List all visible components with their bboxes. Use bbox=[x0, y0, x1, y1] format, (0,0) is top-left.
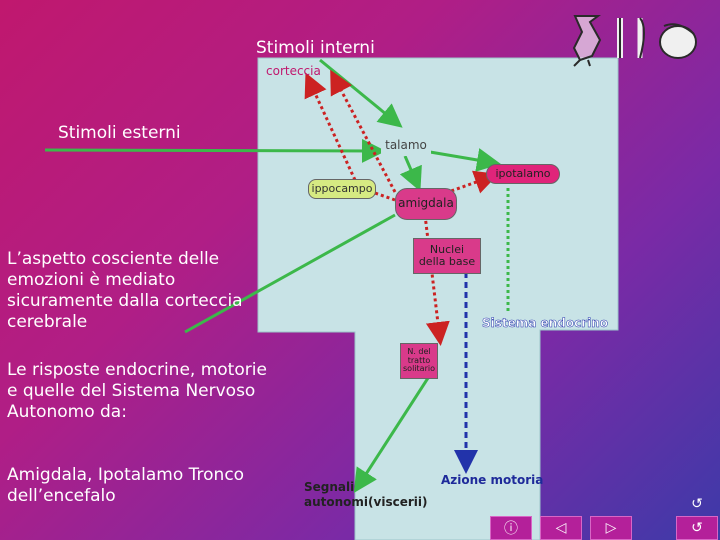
arrow-nts-to-autonomic bbox=[353, 377, 430, 494]
label-motor-action: Azione motoria bbox=[441, 473, 544, 487]
arrow-external-to-thalamus bbox=[44, 138, 386, 163]
node-nts: N. del tratto solitario bbox=[400, 343, 438, 379]
return-button[interactable]: ↺ bbox=[676, 516, 718, 540]
arrow-amygdala-to-cortex bbox=[184, 213, 396, 334]
arrow-amygdala-to-nts bbox=[423, 214, 450, 346]
paragraph-conscious-emotion: L’aspetto cosciente delle emozioni è med… bbox=[7, 249, 243, 332]
label-base-nuclei: Nuclei della base bbox=[418, 242, 476, 268]
label-nts: N. del tratto solitario bbox=[403, 346, 435, 374]
title-internal-stimuli: Stimoli interni bbox=[256, 38, 375, 58]
label-autonomic-signals: Segnali autonomi(viscerii) bbox=[304, 480, 428, 509]
arrow-amygdala-to-hippocampus bbox=[374, 191, 396, 202]
node-amygdala: amigdala bbox=[395, 188, 457, 220]
title-external-stimuli: Stimoli esterni bbox=[58, 123, 181, 143]
arrow-thalamus-to-amygdala bbox=[399, 155, 422, 192]
label-cortex: corteccia bbox=[266, 64, 321, 78]
paragraph-structures: Amigdala, Ipotalamo Tronco dell’encefalo bbox=[7, 465, 245, 506]
hieroglyph-logo-icon bbox=[572, 15, 697, 67]
paragraph-responses: Le risposte endocrine, motorie e quelle … bbox=[7, 360, 267, 422]
arrow-hippocampus-to-cortex bbox=[304, 72, 357, 181]
node-hypothalamus: ipotalamo bbox=[486, 164, 560, 184]
arrow-thalamus-to-hypothalamus bbox=[429, 148, 501, 172]
info-button[interactable]: ⓘ bbox=[490, 516, 532, 540]
node-hippocampus: ippocampo bbox=[308, 179, 376, 199]
next-slide-button[interactable]: ▷ bbox=[590, 516, 632, 540]
return-top-button[interactable]: ↺ bbox=[691, 496, 703, 512]
arrow-amygdala-to-cortex-dotted bbox=[330, 69, 397, 193]
prev-slide-button[interactable]: ◁ bbox=[540, 516, 582, 540]
label-endocrine-system: Sistema endocrino bbox=[482, 316, 609, 331]
arrow-cortex-to-thalamus bbox=[319, 58, 403, 128]
node-base-nuclei: Nuclei della base bbox=[413, 238, 481, 274]
node-thalamus: talamo bbox=[381, 136, 431, 156]
